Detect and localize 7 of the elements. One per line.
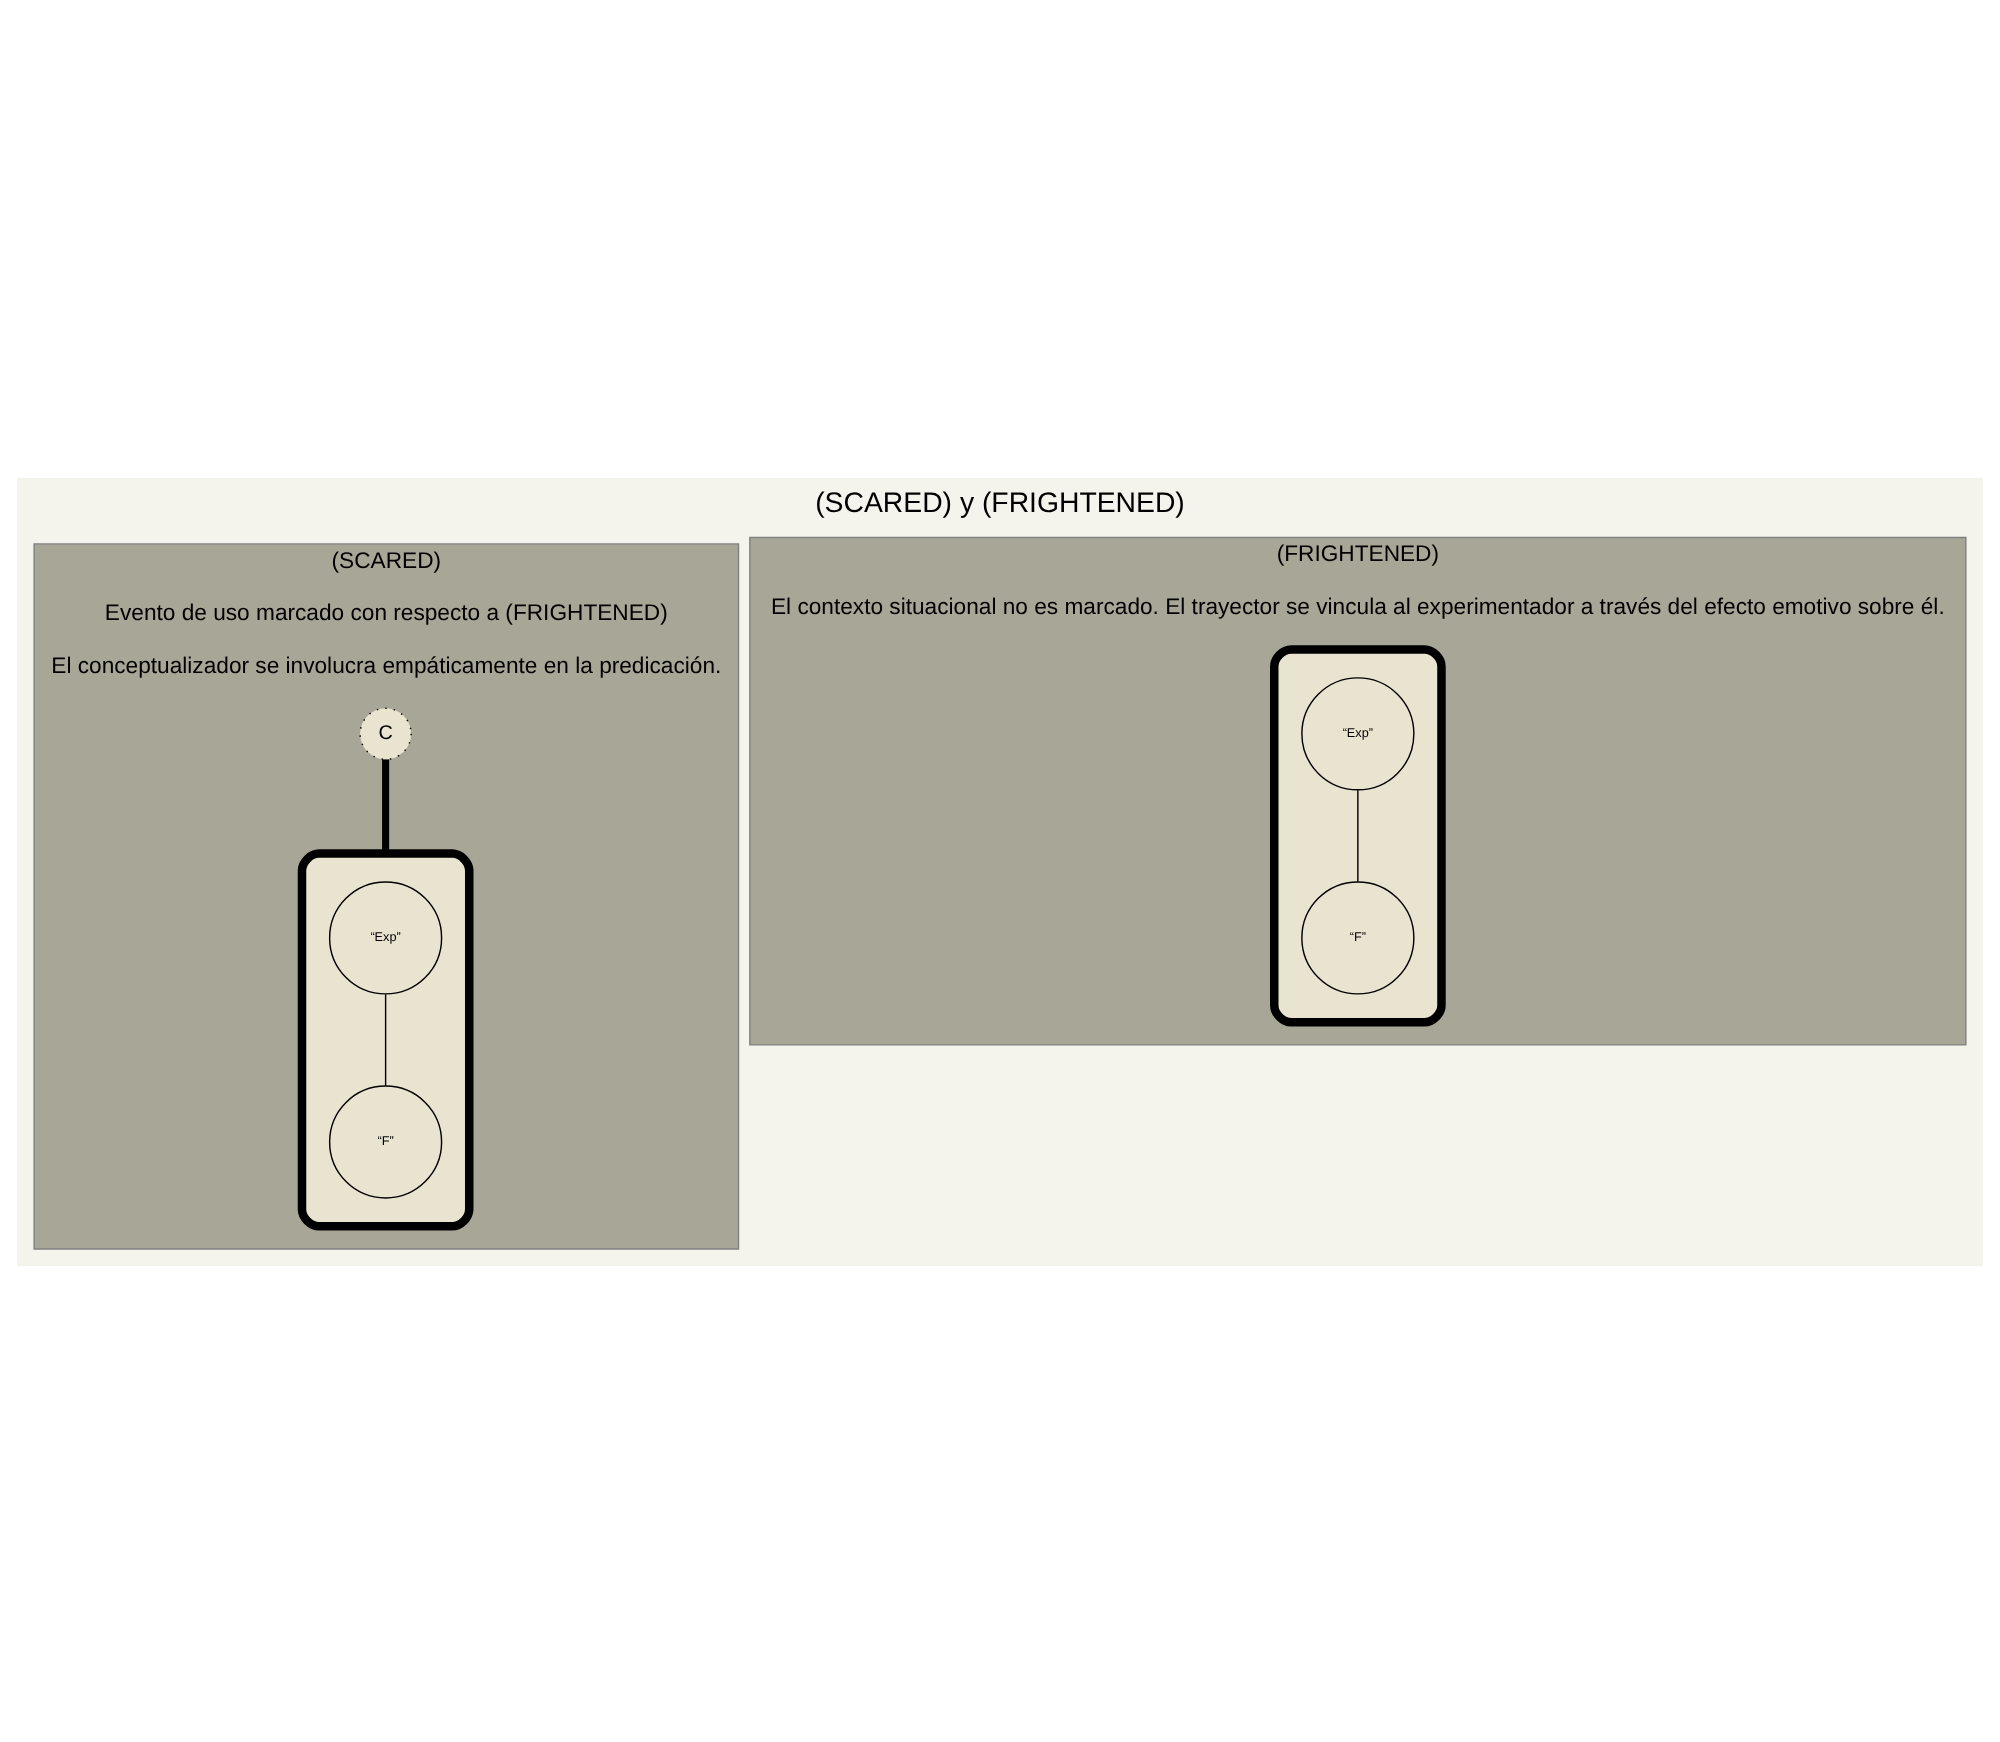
connector (384, 992, 387, 1086)
connector (1357, 788, 1359, 882)
cluster (1270, 644, 1446, 1026)
node-circle: C (359, 706, 412, 760)
connector (382, 758, 390, 853)
diagram-title: (SCARED) y (FRIGHTENED) (815, 487, 1185, 520)
cluster (297, 848, 474, 1230)
